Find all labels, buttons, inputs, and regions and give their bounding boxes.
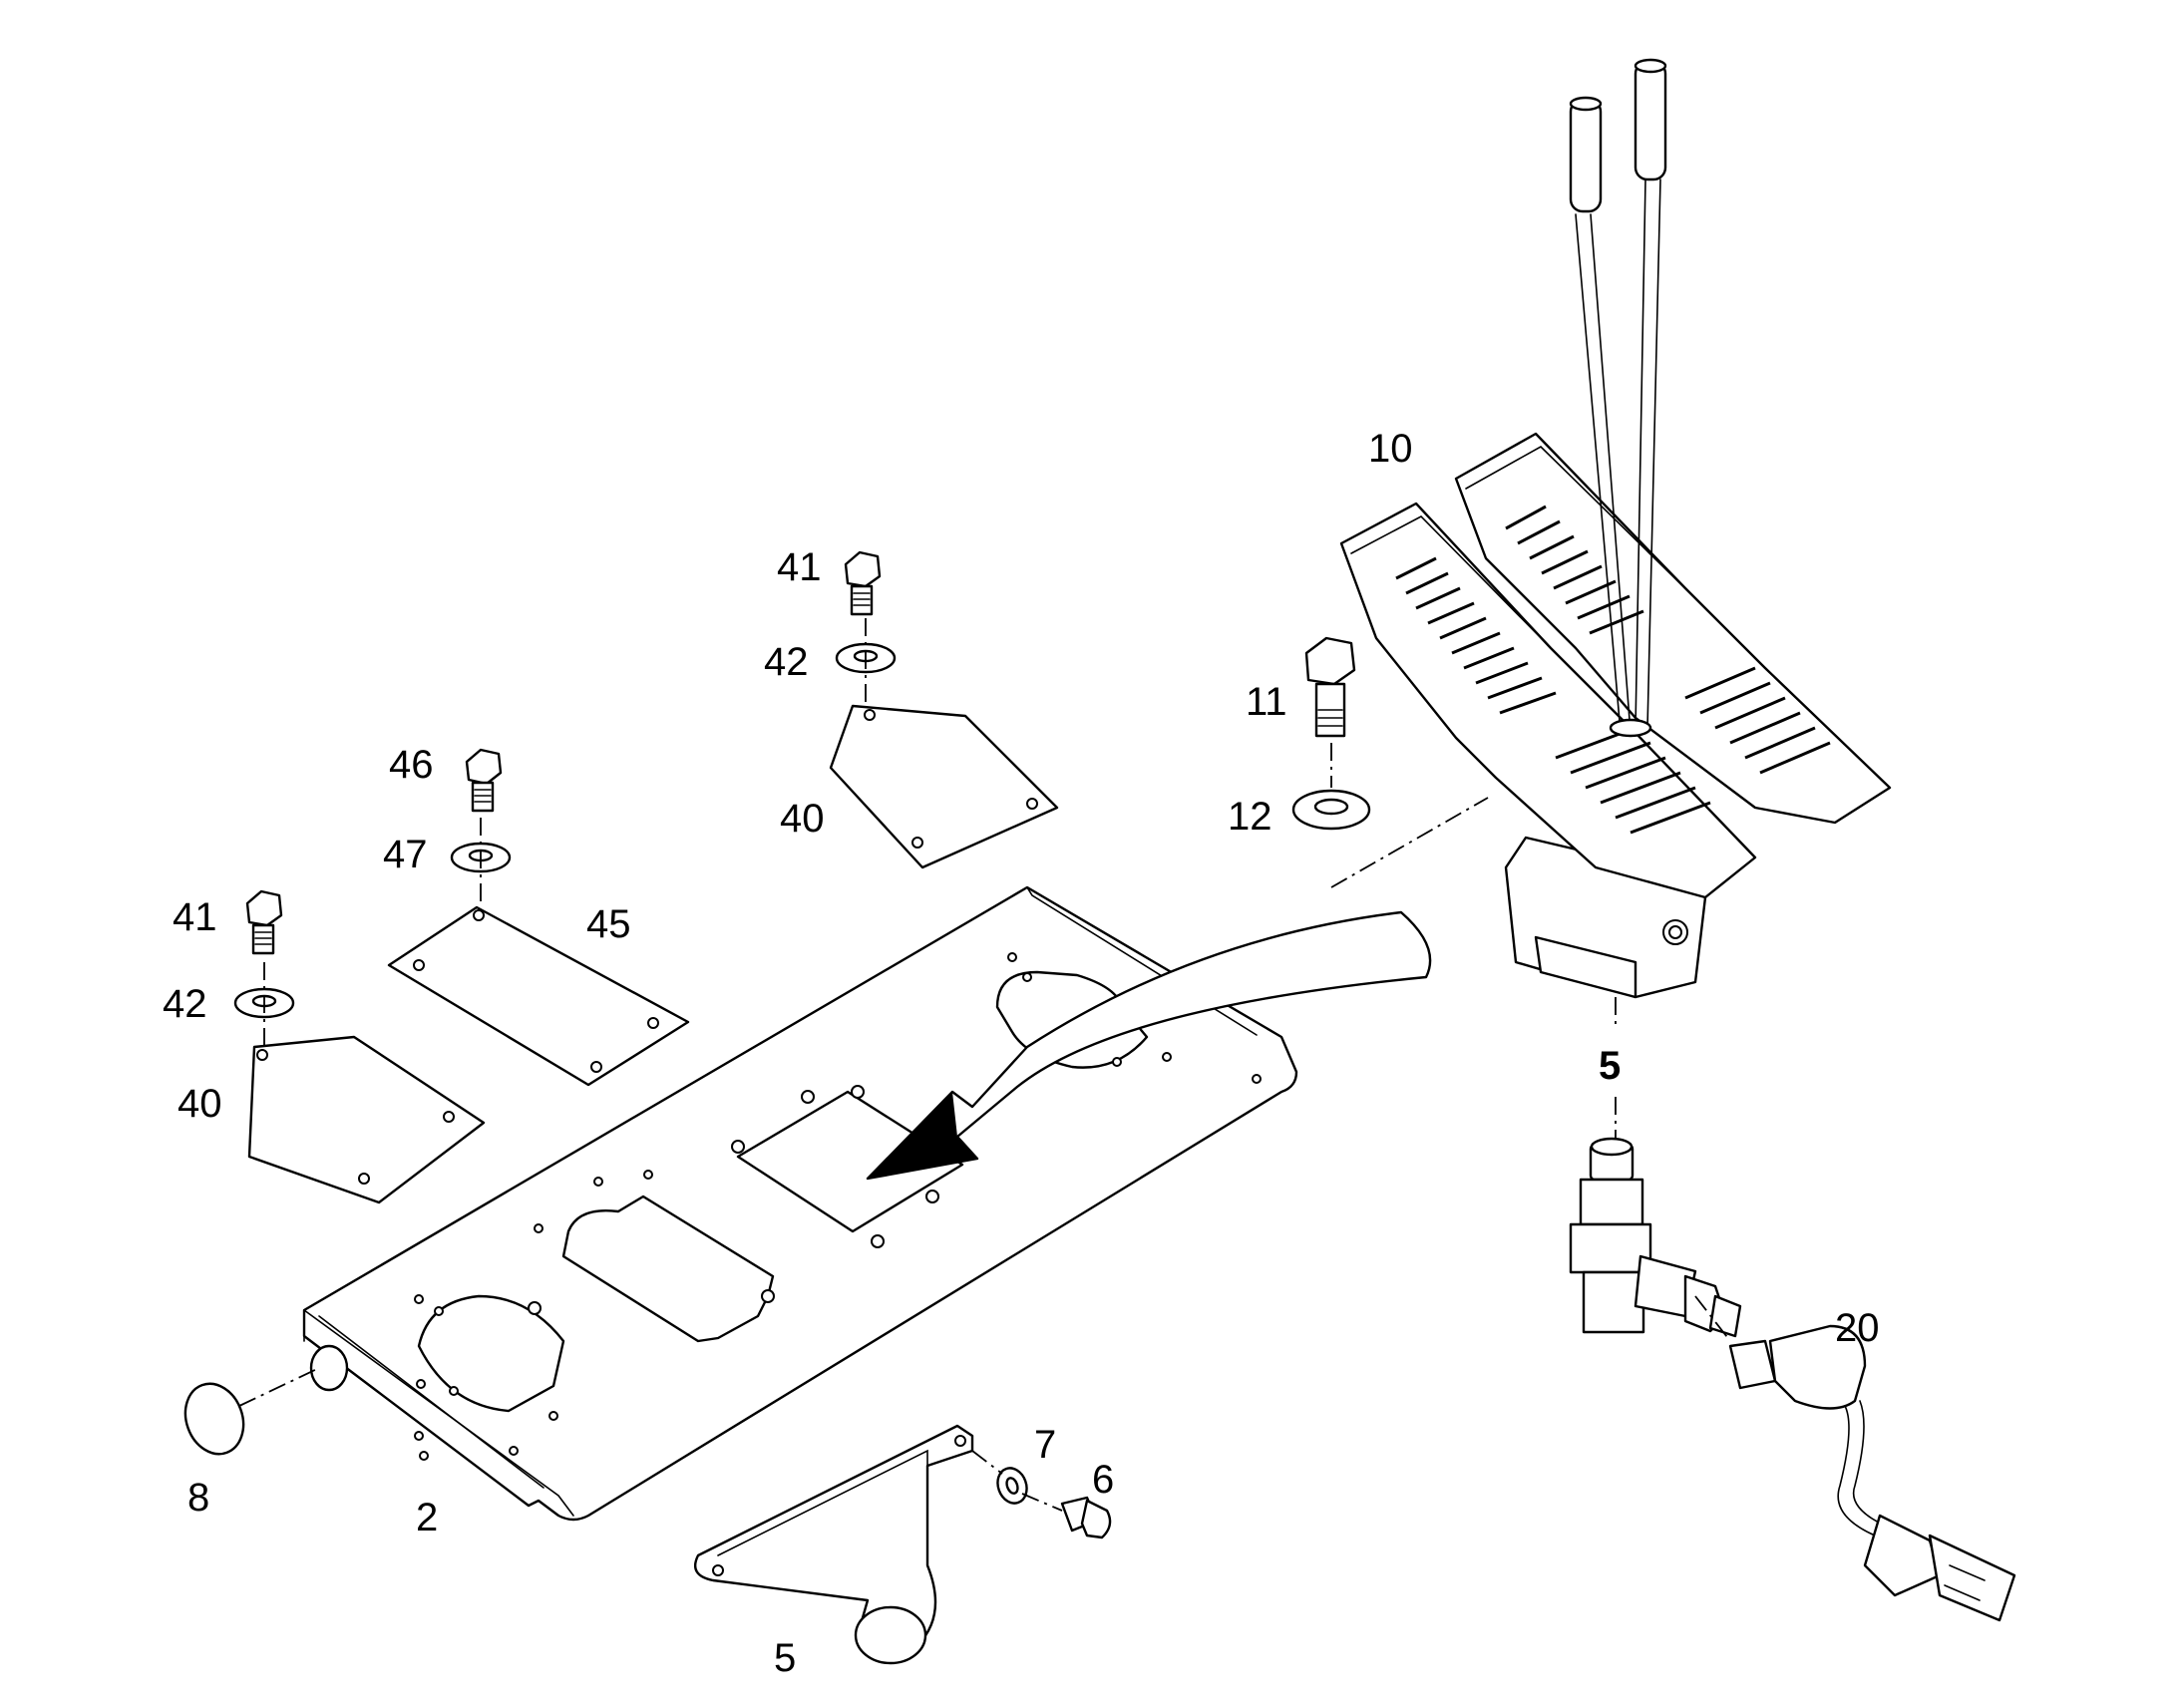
cover-plate-45: [387, 905, 690, 1087]
callout-10: 10: [1368, 427, 1413, 471]
control-valve-assembly: [1339, 58, 1892, 1147]
callout-5: 5: [774, 1636, 796, 1680]
bolt-11: [1291, 636, 1489, 888]
bolt-41-upper: [835, 550, 897, 708]
pressure-sensor: [1694, 1295, 2016, 1622]
callout-8: 8: [187, 1476, 209, 1520]
base-plate: [302, 885, 1432, 1522]
tread-pattern: [1395, 505, 1831, 835]
callout-11: 11: [1246, 680, 1287, 724]
callout-20: 20: [1835, 1306, 1880, 1350]
bolt-46: [450, 748, 512, 907]
callout-6: 6: [1092, 1458, 1114, 1502]
bolt-41-lower: [233, 889, 295, 1052]
callout-42: 42: [764, 640, 809, 684]
callout-40: 40: [178, 1082, 222, 1126]
callout-5-reference: 5: [1599, 1044, 1621, 1088]
callout-41: 41: [777, 545, 822, 589]
washer-7: [971, 1450, 1028, 1505]
screw-6: [1021, 1493, 1112, 1539]
callout-41: 41: [173, 895, 217, 939]
callout-2: 2: [416, 1496, 438, 1539]
callout-46: 46: [389, 743, 434, 787]
plug-cap: [183, 1367, 320, 1456]
callout-42: 42: [163, 982, 207, 1026]
tee-fitting: [1569, 1137, 1742, 1338]
callout-7: 7: [1034, 1423, 1056, 1467]
cover-plate-40-upper: [829, 704, 1059, 869]
bracket-5: [693, 1424, 974, 1665]
callout-45: 45: [586, 902, 631, 946]
callout-12: 12: [1228, 795, 1272, 839]
callout-40: 40: [780, 797, 825, 841]
cover-plate-40-lower: [247, 1035, 486, 1204]
callout-47: 47: [383, 833, 428, 876]
